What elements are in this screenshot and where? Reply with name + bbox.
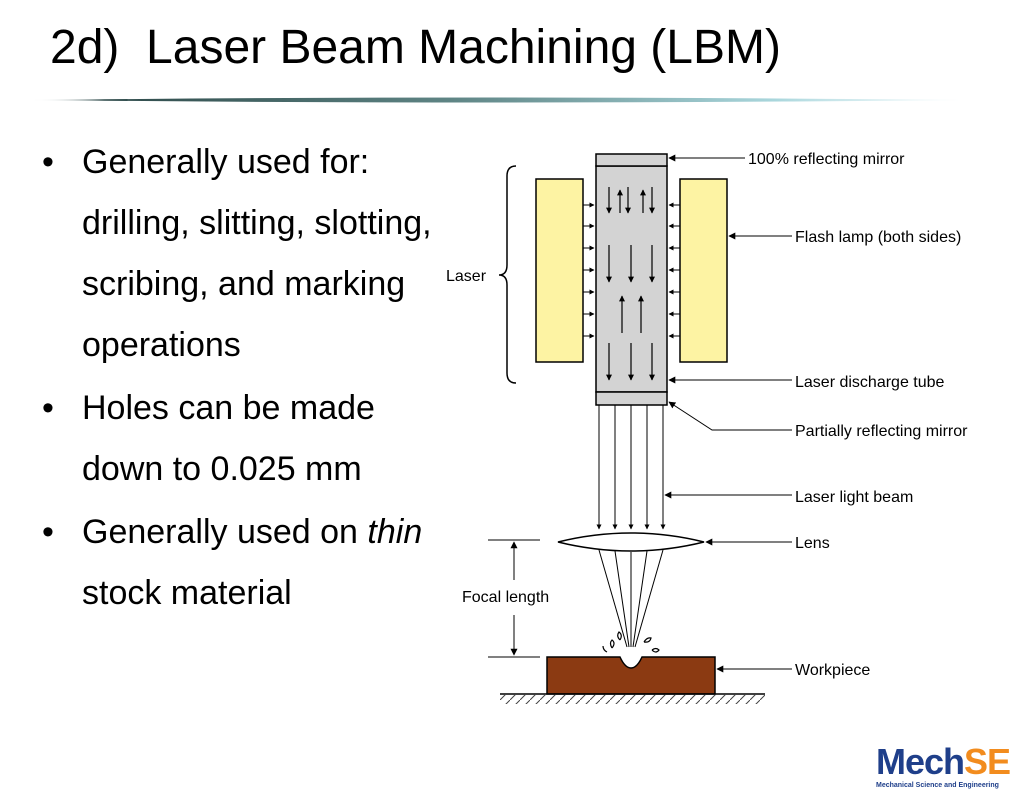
bullet-dot: •: [42, 513, 54, 551]
bullet-item-uses: • Generally used for: drilling, slitting…: [40, 132, 460, 376]
logo-mech: Mech: [876, 741, 965, 782]
lens: [557, 532, 705, 552]
title-underline: [30, 97, 960, 103]
ejected-material-sparks: [602, 631, 660, 653]
bullet-text: Generally used for: drilling, slitting, …: [82, 143, 432, 364]
laser-diagram: Laser Focal length 100% reflecting mirro…: [446, 151, 968, 704]
label-lens: Lens: [795, 535, 830, 552]
logo-subtitle: Mechanical Science and Engineering: [876, 782, 999, 789]
flash-lamp-left: [535, 178, 584, 363]
label-laser: Laser: [446, 268, 487, 285]
leader-partial-mirror: [668, 401, 792, 431]
ground-hatching: [500, 695, 765, 704]
bullet-dot: •: [42, 143, 54, 181]
laser-brace: [498, 165, 517, 384]
logo-wordmark: MechSE: [876, 741, 1011, 782]
label-partial-mirror: Partially reflecting mirror: [795, 423, 968, 440]
bullet-list: • Generally used for: drilling, slitting…: [40, 132, 460, 626]
bullet-text-before: Generally used on: [82, 513, 368, 551]
label-mirror-full: 100% reflecting mirror: [748, 151, 905, 168]
label-focal-length: Focal length: [462, 589, 549, 606]
converging-rays: [598, 549, 664, 648]
bullet-text-after: stock material: [82, 574, 292, 612]
lamp-light-arrows-left: [583, 202, 595, 339]
label-discharge-tube: Laser discharge tube: [795, 374, 945, 391]
lamp-light-arrows-right: [668, 202, 680, 339]
label-workpiece: Workpiece: [795, 662, 870, 679]
mechse-logo: MechSE Mechanical Science and Engineerin…: [876, 742, 1024, 791]
laser-light-beam: [596, 405, 666, 530]
bullet-text-italic: thin: [367, 513, 423, 551]
logo-se: SE: [964, 741, 1011, 782]
bullet-text: Holes can be made down to 0.025 mm: [82, 389, 375, 488]
bullet-dot: •: [42, 389, 54, 427]
bullet-item-holes: • Holes can be made down to 0.025 mm: [40, 378, 460, 500]
full-reflecting-mirror: [595, 153, 668, 167]
slide-title: 2d) Laser Beam Machining (LBM): [50, 21, 781, 74]
workpiece: [546, 656, 716, 695]
flash-lamp-right: [679, 178, 728, 363]
partial-reflecting-mirror: [595, 391, 668, 406]
label-light-beam: Laser light beam: [795, 489, 913, 506]
bullet-item-thin-stock: • Generally used on thin stock material: [40, 502, 460, 624]
internal-photon-arrows: [606, 187, 655, 381]
label-flash-lamp: Flash lamp (both sides): [795, 229, 961, 246]
